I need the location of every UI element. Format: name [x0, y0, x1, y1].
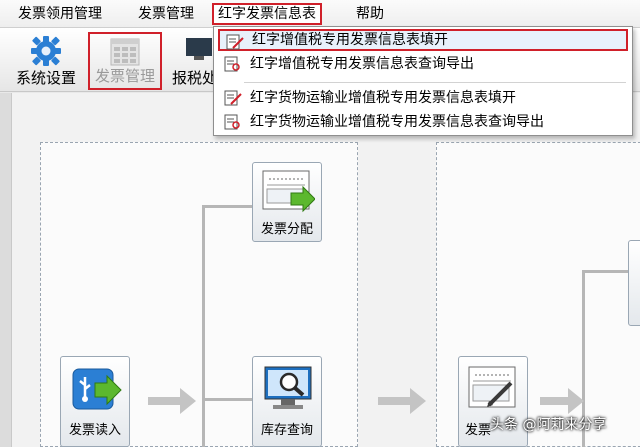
invoice-fill-label: 发票 — [465, 423, 492, 438]
invoice-pen-icon — [468, 366, 516, 408]
partial-tile-right[interactable] — [628, 240, 640, 326]
form-search-icon — [224, 56, 240, 72]
dropdown-item-label: 红字货物运输业增值税专用发票信息表查询导出 — [250, 114, 544, 130]
dropdown-item-freight-fill[interactable]: 红字货物运输业增值税专用发票信息表填开 — [218, 87, 628, 109]
flow-connector-vertical — [202, 205, 205, 447]
left-sidebar-strip — [0, 93, 12, 447]
system-settings-button[interactable]: 系统设置 — [10, 32, 82, 90]
tax-report-label: 报税处 — [172, 69, 213, 87]
dropdown-item-vat-fill[interactable]: 红字增值税专用发票信息表填开 — [218, 29, 628, 51]
tax-report-button[interactable]: 报税处 — [168, 32, 213, 90]
invoice-management-label: 发票管理 — [94, 67, 155, 85]
invoice-arrow-icon — [262, 170, 315, 213]
red-invoice-dropdown: 红字增值税专用发票信息表填开 红字增值税专用发票信息表查询导出 红字货物运输业增… — [213, 26, 633, 136]
dropdown-item-vat-query[interactable]: 红字增值税专用发票信息表查询导出 — [218, 53, 628, 75]
magnifier-monitor-icon — [264, 366, 312, 409]
invoice-grid-icon — [110, 38, 140, 66]
menu-help[interactable]: 帮助 — [356, 6, 384, 22]
menu-red-invoice-info[interactable]: 红字发票信息表 — [212, 3, 322, 25]
dropdown-item-label: 红字货物运输业增值税专用发票信息表填开 — [250, 90, 516, 106]
invoice-allocation-label: 发票分配 — [260, 222, 313, 237]
menu-bar: 发票领用管理 发票管理 红字发票信息表 帮助 — [0, 0, 640, 28]
watermark-text: 头条 @阿莉来分享 — [490, 417, 607, 433]
flow-connector-top — [202, 205, 252, 208]
form-edit-icon — [224, 90, 242, 106]
monitor-icon — [186, 38, 212, 60]
inventory-query-label: 库存查询 — [260, 423, 313, 438]
gear-icon — [31, 36, 61, 66]
flow-connector-bottom — [202, 398, 252, 401]
flow-arrow-3 — [540, 388, 584, 414]
dropdown-item-label: 红字增值税专用发票信息表查询导出 — [250, 56, 474, 72]
inventory-query-tile[interactable]: 库存查询 — [252, 356, 322, 447]
invoice-management-button[interactable]: 发票管理 — [88, 32, 162, 90]
invoice-allocation-tile[interactable]: 发票分配 — [252, 162, 322, 242]
form-search-icon — [224, 114, 240, 130]
system-settings-label: 系统设置 — [15, 69, 76, 87]
invoice-read-tile[interactable]: 发票读入 — [60, 356, 130, 447]
dropdown-separator — [244, 82, 626, 83]
form-edit-icon — [226, 34, 244, 50]
flow-connector-right-top — [582, 270, 628, 273]
invoice-read-label: 发票读入 — [68, 423, 121, 438]
flow-arrow-2 — [378, 388, 426, 414]
flow-connector-right-vertical — [582, 270, 585, 447]
menu-invoice-management[interactable]: 发票管理 — [138, 6, 194, 22]
dropdown-item-freight-query[interactable]: 红字货物运输业增值税专用发票信息表查询导出 — [218, 111, 628, 133]
dropdown-item-label: 红字增值税专用发票信息表填开 — [252, 32, 448, 48]
menu-invoice-requisition[interactable]: 发票领用管理 — [18, 6, 102, 22]
flow-arrow-1 — [148, 388, 196, 414]
usb-import-icon — [72, 368, 122, 410]
